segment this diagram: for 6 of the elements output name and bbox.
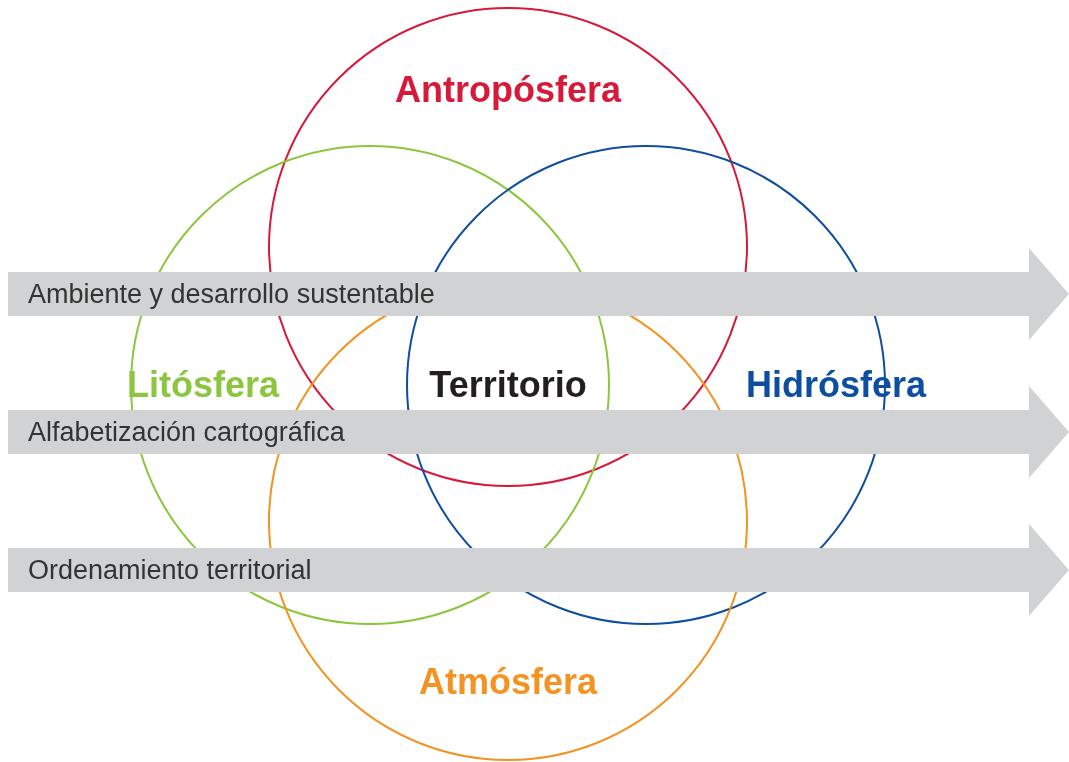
band-label: Alfabetización cartográfica xyxy=(28,416,345,448)
circle-label: Antropósfera xyxy=(395,69,621,111)
circle-label: Atmósfera xyxy=(418,661,598,703)
band-label: Ambiente y desarrollo sustentable xyxy=(28,278,435,310)
band-label: Ordenamiento territorial xyxy=(28,554,312,586)
center-label: Territorio xyxy=(429,364,587,406)
